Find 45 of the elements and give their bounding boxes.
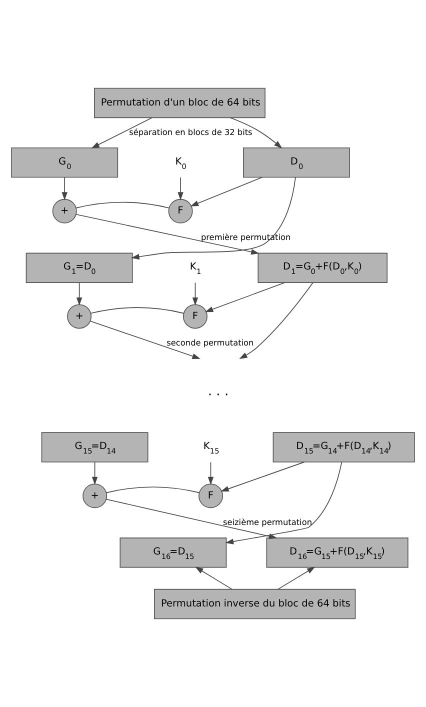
arrow — [76, 214, 260, 255]
node-circle: + — [52, 198, 77, 224]
arrow — [190, 176, 262, 206]
arrow — [178, 177, 184, 200]
arrow — [62, 177, 68, 200]
node-box: D$_{1}$=G$_{0}$+F(D$_{0}$,K$_{0}$) — [258, 252, 388, 283]
arrow — [204, 282, 286, 312]
arrow — [239, 282, 314, 360]
arrow — [92, 462, 98, 486]
node-text: K$_{0}$ — [175, 156, 186, 171]
node-circle: + — [67, 304, 92, 329]
connector — [90, 307, 184, 314]
node-box: G$_{15}$=D$_{14}$ — [41, 432, 148, 462]
edge-label: séparation en blocs de 32 bits — [129, 126, 252, 137]
node-text: K$_{1}$ — [190, 262, 202, 276]
node-circle: + — [82, 484, 108, 508]
arrow — [106, 498, 278, 540]
node-box: G$_{0}$ — [11, 147, 118, 178]
arrow — [220, 462, 305, 492]
edge-label: seizième permutation — [223, 516, 312, 527]
node-box: Permutation d'un bloc de 64 bits — [94, 88, 266, 118]
connector — [76, 202, 170, 208]
node-circle: F — [183, 304, 208, 329]
node-box: G$_{1}$=D$_{0}$ — [26, 252, 133, 283]
node-box: G$_{16}$=D$_{15}$ — [120, 538, 227, 568]
connector — [106, 486, 200, 494]
node-box: D$_{15}$=G$_{14}$+F(D$_{14}$,K$_{14}$) — [272, 432, 415, 462]
arrow — [277, 566, 316, 590]
node-circle: F — [168, 198, 193, 224]
arrow — [195, 566, 232, 590]
arrow — [225, 462, 342, 544]
arrow — [76, 282, 82, 306]
arrow — [90, 320, 200, 359]
node-text: K$_{15}$ — [203, 440, 220, 456]
arrow — [91, 117, 153, 148]
arrow — [230, 117, 282, 148]
node-circle: F — [198, 484, 223, 508]
label: · · · — [208, 388, 229, 403]
arrow — [208, 462, 214, 486]
edge-label: seconde permutation — [166, 337, 254, 348]
arrow — [192, 282, 198, 306]
node-box: Permutation inverse du bloc de 64 bits — [154, 588, 356, 620]
node-box: D$_{16}$=G$_{15}$+F(D$_{15}$,K$_{15}$) — [266, 538, 408, 568]
node-box: D$_{0}$ — [243, 147, 350, 178]
arrow — [131, 177, 296, 260]
